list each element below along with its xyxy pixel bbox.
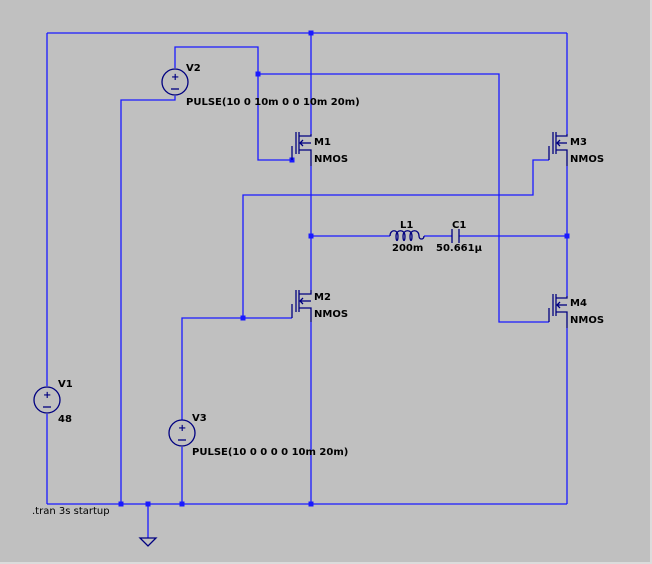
c1-value: 50.661µ (436, 243, 483, 254)
junction-dot (564, 233, 570, 239)
voltage-source-v3[interactable]: + V3 PULSE(10 0 0 0 0 10m 20m) (168, 413, 348, 458)
source-circle-icon (168, 419, 196, 447)
junction-dot (308, 233, 314, 239)
source-lead (556, 311, 568, 328)
spice-directive[interactable]: .tran 3s startup (32, 506, 110, 517)
v3-label: V3 (192, 413, 207, 424)
v2-label: V2 (186, 63, 201, 74)
inductor-coil-icon (389, 230, 425, 242)
junction-dot (145, 501, 151, 507)
drain-lead (556, 134, 568, 137)
wire-m3-gate-m2-gate[interactable] (242, 159, 549, 318)
l1-value: 200m (392, 243, 423, 254)
capacitor-c1[interactable]: C1 50.661µ (436, 220, 483, 254)
plus-icon: + (178, 423, 186, 434)
nmos-m4[interactable]: M4 NMOS (548, 294, 604, 328)
drain-lead (556, 296, 568, 299)
source-lead (299, 149, 312, 166)
junction-dot (240, 315, 246, 321)
source-circle-icon (33, 386, 61, 414)
wire-m1-source-m4-gate[interactable] (258, 73, 549, 323)
m1-type: NMOS (314, 154, 348, 165)
plus-icon: + (171, 72, 179, 83)
wire-v3-plus[interactable] (181, 317, 243, 420)
junction-dot (255, 71, 261, 77)
source-lead (299, 307, 312, 322)
voltage-source-v1[interactable]: + V1 48 (33, 379, 73, 425)
drain-lead (299, 134, 312, 137)
m4-type: NMOS (570, 315, 604, 326)
c1-label: C1 (452, 220, 466, 231)
plus-icon: + (43, 390, 51, 401)
v1-label: V1 (58, 379, 73, 390)
junction-dot (179, 501, 185, 507)
voltage-source-v2[interactable]: + V2 PULSE(10 0 10m 0 0 10m 20m) (161, 63, 360, 108)
m2-label: M2 (314, 292, 331, 303)
nmos-m1[interactable]: M1 NMOS (291, 132, 348, 166)
wire-v2-plus[interactable] (174, 46, 292, 161)
source-lead (556, 149, 568, 166)
ground-icon[interactable] (138, 537, 158, 547)
m3-type: NMOS (570, 154, 604, 165)
inductor-l1[interactable]: L1 200m (389, 220, 425, 254)
l1-label: L1 (400, 220, 413, 231)
nmos-m2[interactable]: M2 NMOS (291, 290, 348, 322)
junction-dot (308, 30, 314, 36)
v3-value: PULSE(10 0 0 0 0 10m 20m) (192, 447, 348, 458)
m3-label: M3 (570, 137, 587, 148)
v1-value: 48 (58, 414, 72, 425)
source-circle-icon (161, 68, 189, 96)
m4-label: M4 (570, 298, 587, 309)
drain-lead (299, 290, 312, 295)
v2-value: PULSE(10 0 10m 0 0 10m 20m) (186, 97, 360, 108)
junction-dot (308, 501, 314, 507)
nmos-m3[interactable]: M3 NMOS (548, 132, 604, 166)
junction-dot (118, 501, 124, 507)
m2-type: NMOS (314, 309, 348, 320)
m1-label: M1 (314, 137, 331, 148)
wire-v2-minus[interactable] (120, 96, 176, 504)
wires (46, 32, 568, 538)
